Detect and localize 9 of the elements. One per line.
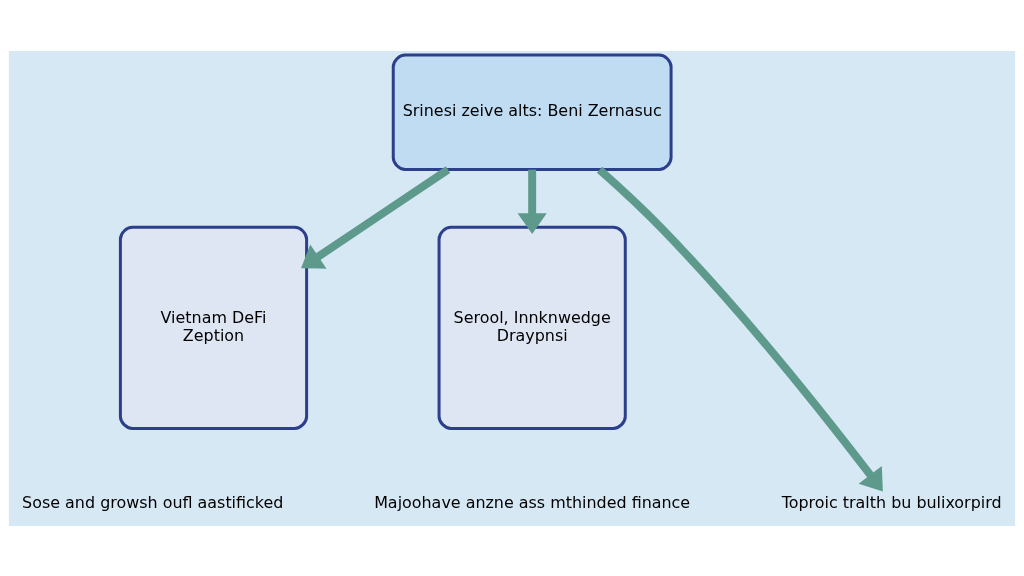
- node-text: Toproic tralth bu bulixorpird: [781, 492, 1002, 512]
- label: Majoohave anzne ass mthinded finance: [374, 492, 691, 512]
- arrow: [596, 166, 883, 491]
- arrow: [301, 165, 451, 269]
- arrow: [517, 169, 547, 234]
- node-box: Vietnam DeFi Zeption: [118, 225, 309, 430]
- node-box: Serool, Innknwedge Draypnsi: [437, 225, 627, 430]
- label: Sose and growsh oufl aastificked: [22, 492, 284, 512]
- node-box: Srinesi zeive alts: Beni Zernasuc: [391, 53, 673, 171]
